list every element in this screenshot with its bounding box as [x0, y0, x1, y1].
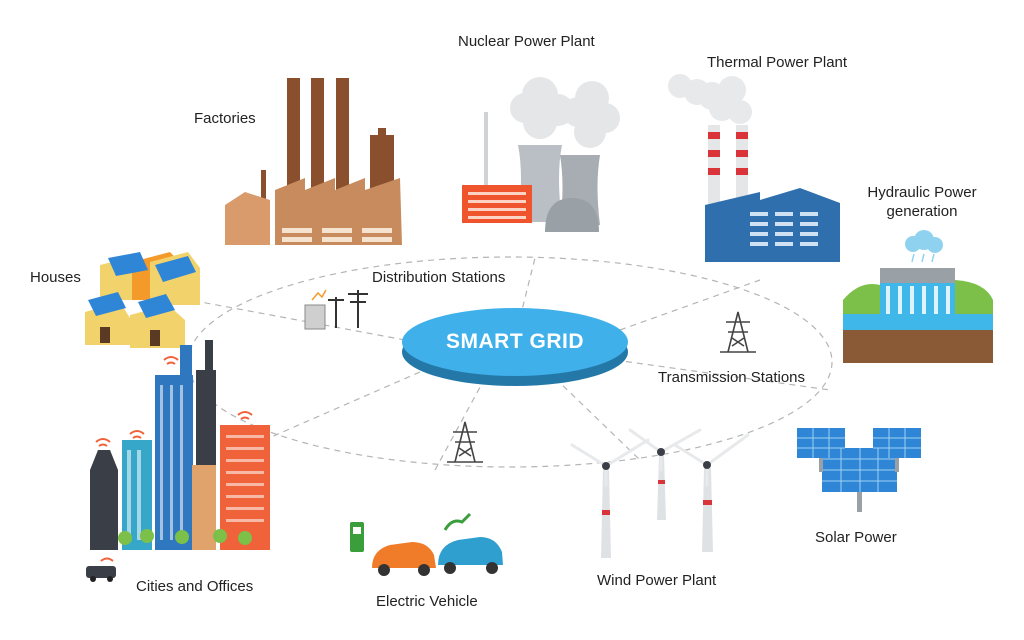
thermal-label: Thermal Power Plant [707, 54, 848, 71]
link-cities [229, 371, 421, 456]
link-solar [614, 359, 831, 391]
nuclear-plant-icon [462, 77, 620, 232]
network-ring [187, 256, 833, 468]
nuclear-label: Nuclear Power Plant [458, 33, 595, 50]
solar-power-icon [797, 428, 921, 512]
link-wind [554, 377, 641, 461]
transmission-tower-icon [720, 311, 756, 353]
distribution-station-icon [304, 289, 368, 330]
hub-label: SMART GRID [446, 330, 584, 353]
distribution-label: Distribution Stations [372, 269, 506, 286]
wifi-icon [95, 356, 253, 562]
factories-label: Factories [194, 110, 256, 127]
electric-vehicle-icon [350, 512, 503, 576]
wind-power-icon [570, 428, 750, 558]
cities-label: Cities and Offices [136, 578, 254, 595]
van-icon [86, 566, 116, 578]
electric-vehicle-label: Electric Vehicle [376, 593, 478, 610]
plug-icon [443, 512, 472, 531]
hydraulic-label-line2: generation [886, 203, 958, 220]
factories-icon [225, 78, 402, 245]
wind-label: Wind Power Plant [597, 572, 717, 589]
transmission-label: Transmission Stations [658, 369, 805, 386]
network-lines [187, 256, 833, 471]
thermal-plant-icon [668, 74, 840, 262]
houses-icon [85, 252, 200, 348]
hydraulic-label-line1: Hydraulic Power [867, 184, 977, 201]
hydraulic-icon [843, 230, 993, 363]
link-houses [189, 299, 406, 341]
smart-grid-hub [402, 308, 628, 386]
link-thermal [619, 279, 761, 331]
houses-label: Houses [30, 269, 81, 286]
cities-offices-icon [86, 340, 270, 582]
hub-disc [402, 308, 628, 376]
transmission-tower-icon-2 [447, 421, 483, 463]
hydraulic-label: Hydraulic Power generation [852, 183, 992, 221]
solar-label: Solar Power [815, 529, 897, 546]
